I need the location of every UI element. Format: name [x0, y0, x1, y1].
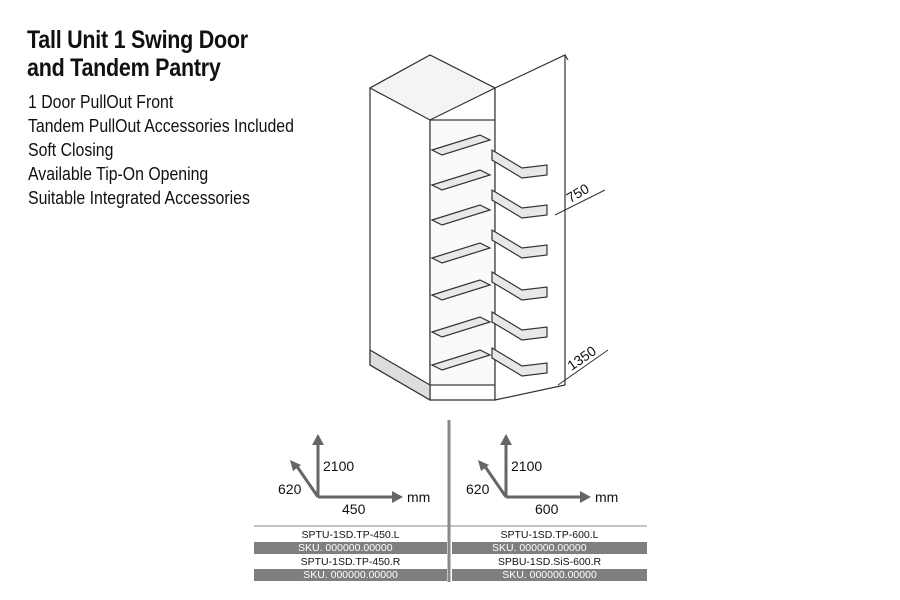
- product-code: SPTU-1SD.TP-450.R: [300, 556, 401, 568]
- product-code: SPBU-1SD.SiS-600.R: [497, 556, 602, 568]
- title-line-1: Tall Unit 1 Swing Door: [27, 26, 248, 54]
- feature-item: Soft Closing: [28, 140, 114, 160]
- unit-label: mm: [595, 489, 619, 505]
- sku: SKU. 000000.00000: [452, 542, 647, 554]
- feature-list: 1 Door PullOut Front Tandem PullOut Acce…: [28, 90, 294, 210]
- product-title: Tall Unit 1 Swing Door and Tandem Pantry: [27, 26, 248, 82]
- unit-label: mm: [407, 489, 431, 505]
- title-line-2: and Tandem Pantry: [27, 54, 221, 82]
- product-code: SPTU-1SD.TP-600.L: [500, 529, 599, 541]
- sku: SKU. 000000.00000: [254, 569, 447, 581]
- depth-label: 620: [466, 481, 490, 497]
- feature-item: Tandem PullOut Accessories Included: [28, 116, 294, 136]
- height-label: 2100: [511, 458, 543, 474]
- width-label: 600: [535, 501, 559, 517]
- height-label: 2100: [323, 458, 355, 474]
- feature-item: Suitable Integrated Accessories: [28, 188, 250, 208]
- sku: SKU. 000000.00000: [452, 569, 647, 581]
- feature-item: Available Tip-On Opening: [28, 164, 209, 184]
- product-code: SPTU-1SD.TP-450.L: [301, 529, 400, 541]
- width-label: 450: [342, 501, 366, 517]
- feature-item: 1 Door PullOut Front: [28, 92, 174, 112]
- depth-label: 620: [278, 481, 302, 497]
- sku: SKU. 000000.00000: [254, 542, 447, 554]
